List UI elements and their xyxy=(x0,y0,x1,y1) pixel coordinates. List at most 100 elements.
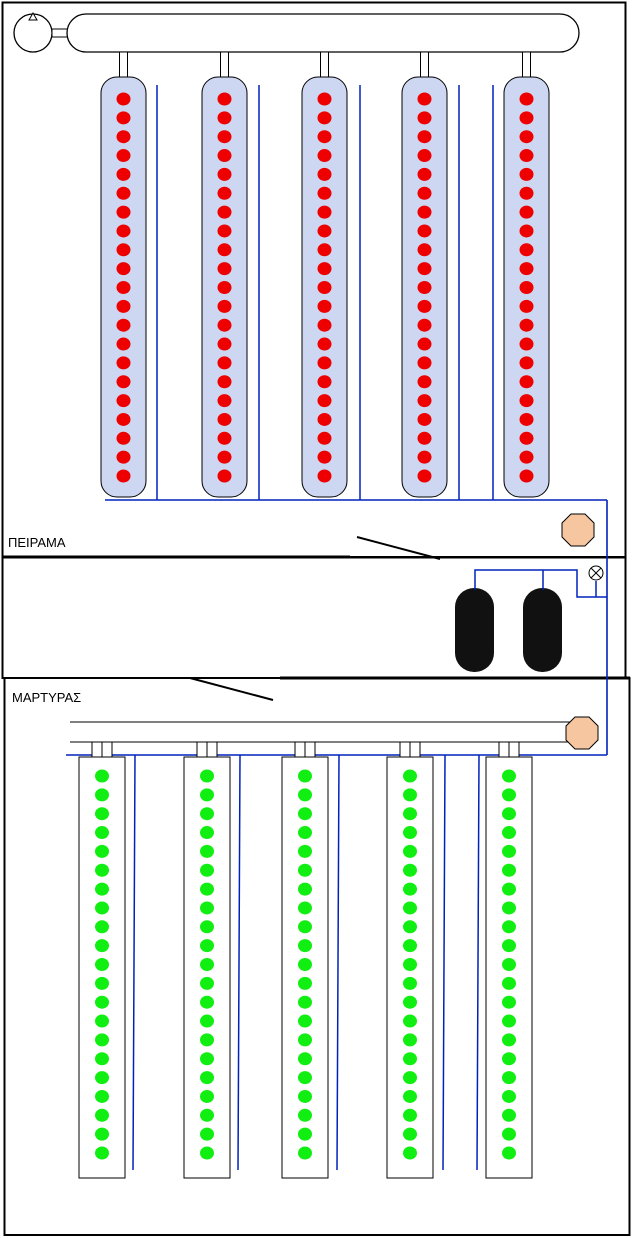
experiment-plant xyxy=(116,92,131,106)
experiment-plant xyxy=(417,356,432,370)
experiment-plant xyxy=(417,111,432,125)
experiment-plant xyxy=(317,299,332,313)
experiment-plant xyxy=(519,130,534,144)
control-plant xyxy=(403,958,417,971)
control-plant xyxy=(502,769,516,783)
experiment-plant xyxy=(519,111,534,125)
experiment-plant xyxy=(317,224,332,238)
control-plant xyxy=(95,844,109,858)
control-plant xyxy=(502,901,516,915)
experiment-plant xyxy=(217,92,232,106)
control-plant xyxy=(95,1052,109,1066)
experiment-plant xyxy=(217,412,232,426)
control-plant xyxy=(200,1071,214,1085)
experiment-plant xyxy=(317,205,332,219)
experiment-plant xyxy=(217,431,232,445)
control-plant xyxy=(403,939,417,953)
control-plant xyxy=(403,769,417,783)
experiment-plant xyxy=(317,450,332,464)
control-plant xyxy=(95,788,109,802)
experiment-plant xyxy=(217,450,232,464)
experiment-plant xyxy=(317,469,332,483)
control-plant xyxy=(502,976,516,990)
control-plant xyxy=(95,1089,109,1103)
experiment-beds xyxy=(100,51,550,500)
tank-1 xyxy=(455,588,494,672)
drip-line xyxy=(476,754,480,1171)
experiment-plant xyxy=(116,356,131,370)
experiment-plant xyxy=(417,337,432,351)
control-plant xyxy=(502,1033,516,1047)
control-plant xyxy=(95,995,109,1009)
experiment-plant xyxy=(317,412,332,426)
control-plant xyxy=(298,863,312,877)
experiment-plant xyxy=(417,130,432,144)
control-plant xyxy=(200,1014,214,1028)
experiment-plant xyxy=(317,149,332,163)
control-plant xyxy=(403,863,417,877)
control-plant xyxy=(403,1089,417,1103)
drip-line xyxy=(336,754,340,1171)
control-plant xyxy=(403,1108,417,1122)
bed-connector xyxy=(522,51,531,78)
experiment-plant xyxy=(317,92,332,106)
experiment-plant xyxy=(116,375,131,389)
experiment-plant xyxy=(519,469,534,483)
experiment-plant xyxy=(116,262,131,276)
control-plant xyxy=(95,1146,109,1160)
experiment-plant xyxy=(417,186,432,200)
control-plant xyxy=(403,995,417,1009)
experiment-plant xyxy=(116,224,131,238)
experiment-plant xyxy=(519,412,534,426)
control-plant xyxy=(502,826,516,840)
control-plant xyxy=(502,1014,516,1028)
control-plant xyxy=(403,882,417,896)
control-plant xyxy=(298,901,312,915)
experiment-plant xyxy=(317,167,332,181)
experiment-plant xyxy=(217,469,232,483)
experiment-plant xyxy=(217,186,232,200)
experiment-plant xyxy=(317,318,332,332)
experiment-plant xyxy=(317,281,332,294)
control-plant xyxy=(403,788,417,802)
control-plant xyxy=(200,976,214,990)
control-plant xyxy=(502,995,516,1009)
experiment-plant xyxy=(217,130,232,144)
control-plant xyxy=(502,958,516,971)
experiment-plant xyxy=(116,149,131,163)
control-plant xyxy=(298,920,312,934)
control-plant xyxy=(95,901,109,915)
experiment-plant xyxy=(217,318,232,332)
control-plant xyxy=(95,826,109,840)
experiment-plant xyxy=(317,394,332,408)
control-plant xyxy=(403,920,417,934)
control-plant xyxy=(200,958,214,971)
experiment-plant xyxy=(217,375,232,389)
control-plant xyxy=(298,1108,312,1122)
control-plant xyxy=(298,1014,312,1028)
experiment-plant xyxy=(519,299,534,313)
bed-connector xyxy=(420,51,429,78)
control-plant xyxy=(403,1052,417,1066)
control-plant xyxy=(200,920,214,934)
experiment-plant xyxy=(217,356,232,370)
control-plant xyxy=(502,844,516,858)
control-plant xyxy=(403,901,417,915)
control-plant xyxy=(403,1014,417,1028)
valve-icon xyxy=(565,716,599,750)
door-control xyxy=(189,677,274,701)
control-plant xyxy=(502,1089,516,1103)
control-plant xyxy=(502,1108,516,1122)
control-plant xyxy=(298,958,312,971)
experiment-plant xyxy=(116,186,131,200)
experiment-plant xyxy=(519,394,534,408)
experiment-plant xyxy=(116,299,131,313)
control-plant xyxy=(298,1071,312,1085)
control-plant xyxy=(95,1108,109,1122)
experiment-plant xyxy=(317,431,332,445)
control-plant xyxy=(298,1127,312,1141)
experiment-plant xyxy=(519,450,534,464)
control-plant xyxy=(403,976,417,990)
experiment-plant xyxy=(417,167,432,181)
experiment-plant xyxy=(417,205,432,219)
